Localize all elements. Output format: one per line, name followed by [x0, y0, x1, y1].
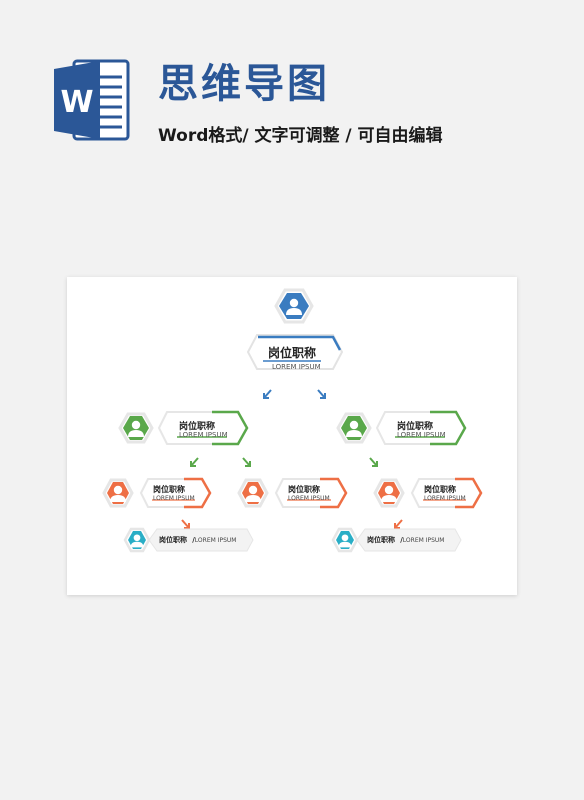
root-node[interactable]	[246, 288, 344, 370]
l4-right-sep: /	[400, 536, 403, 544]
mindmap-diagram	[102, 288, 483, 553]
word-logo-letter: W	[60, 85, 93, 120]
l2-arrows	[190, 457, 378, 467]
l3-b-node[interactable]	[237, 477, 348, 509]
l3-a-title: 岗位职称	[153, 485, 185, 494]
l3-a-subtitle: LOREM IPSUM	[153, 495, 195, 502]
l2-right-title: 岗位职称	[397, 422, 434, 432]
l4-left-label: 岗位职称 /LOREM IPSUM	[159, 535, 236, 545]
l2-left-title: 岗位职称	[179, 422, 216, 432]
l4-left-title: 岗位职称	[159, 536, 187, 544]
l2-left-node[interactable]	[118, 410, 249, 446]
l3-c-title: 岗位职称	[424, 485, 456, 494]
l3-b-subtitle: LOREM IPSUM	[288, 495, 330, 502]
l3-arrows	[181, 519, 403, 529]
l2-left-subtitle: LOREM IPSUM	[179, 431, 228, 439]
l4-right-label: 岗位职称 /LOREM IPSUM	[367, 535, 444, 545]
l2-right-node[interactable]	[336, 410, 467, 446]
page-title: 思维导图	[158, 61, 330, 107]
mindmap-card: 岗位职称 LOREM IPSUM 岗位职称 LOREM IPSUM 岗位职称 L…	[67, 277, 517, 595]
word-logo-icon: W	[54, 59, 130, 141]
l4-right-subtitle: LOREM IPSUM	[402, 537, 445, 544]
page-subtitle: Word格式/ 文字可调整 / 可自由编辑	[158, 126, 443, 146]
l2-right-subtitle: LOREM IPSUM	[397, 431, 446, 439]
root-arrows	[263, 389, 326, 399]
l4-left-sep: /	[192, 536, 195, 544]
l3-c-node[interactable]	[373, 477, 483, 509]
root-title: 岗位职称	[268, 346, 317, 360]
l4-left-node[interactable]	[123, 527, 254, 553]
l3-b-title: 岗位职称	[288, 485, 320, 494]
l3-c-subtitle: LOREM IPSUM	[424, 495, 466, 502]
l3-a-node[interactable]	[102, 477, 212, 509]
l4-right-title: 岗位职称	[367, 536, 395, 544]
l4-right-node[interactable]	[331, 527, 462, 553]
l4-left-subtitle: LOREM IPSUM	[194, 537, 237, 544]
root-subtitle: LOREM IPSUM	[272, 363, 321, 371]
